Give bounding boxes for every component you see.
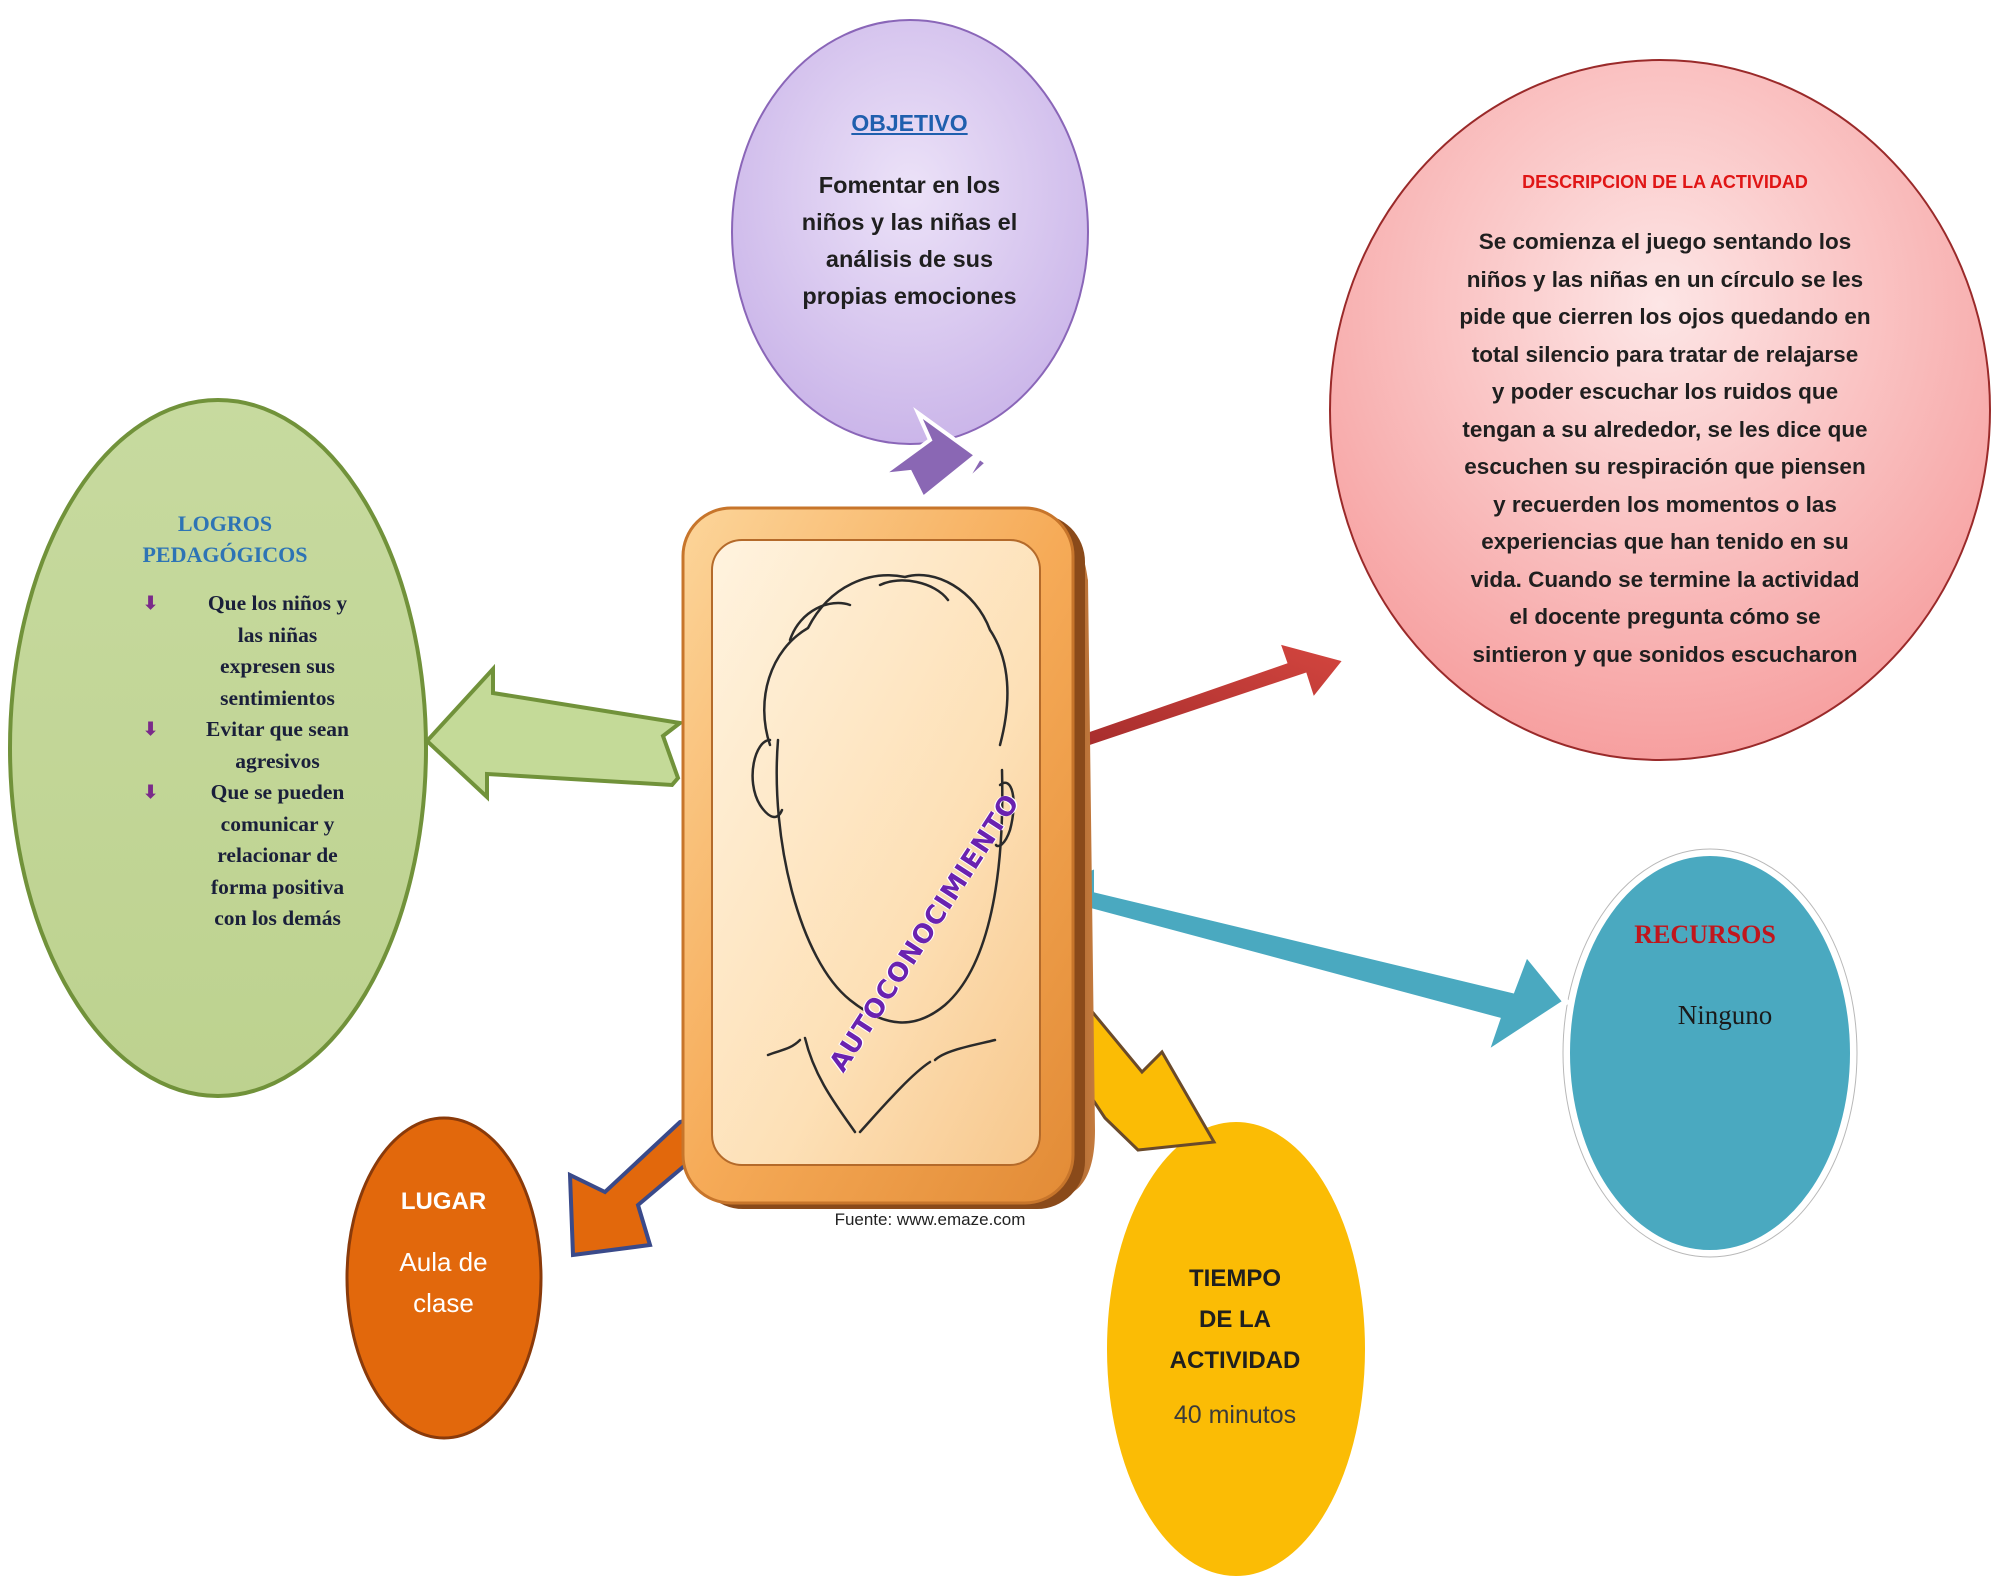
descripcion-line: Se comienza el juego sentando los bbox=[1478, 229, 1852, 254]
objetivo-line: Fomentar en los bbox=[818, 172, 1001, 198]
mirror-frame bbox=[681, 506, 1095, 1209]
tiempo-node: TIEMPO DE LA ACTIVIDAD 40 minutos bbox=[1125, 1258, 1345, 1430]
descripcion-line: sintieron y que sonidos escucharon bbox=[1472, 641, 1858, 667]
descripcion-line: vida. Cuando se termine la actividad bbox=[1470, 566, 1860, 592]
bullet-arrow-icon: ⬇ bbox=[143, 719, 159, 739]
source-caption: Fuente: www.emaze.com bbox=[834, 1210, 1026, 1229]
logros-item-line: comunicar y bbox=[220, 811, 335, 836]
lugar-bubble bbox=[345, 1116, 543, 1440]
recursos-heading: RECURSOS bbox=[1634, 920, 1776, 949]
recursos-bubble bbox=[1564, 850, 1856, 1256]
logros-item-line: expresen sus bbox=[220, 654, 335, 678]
logros-heading: LOGROS PEDAGÓGICOS bbox=[120, 508, 330, 570]
descripcion-line: experiencias que han tenido en su bbox=[1481, 529, 1849, 554]
recursos-node: RECURSOS Ninguno bbox=[1565, 920, 1845, 1031]
arrow-left-logros bbox=[424, 663, 685, 802]
lugar-body: Aula de clase bbox=[346, 1242, 541, 1324]
objetivo-line: propias emociones bbox=[802, 283, 1017, 309]
objetivo-body: Fomentar en los niños y las niñas el aná… bbox=[752, 167, 1067, 315]
logros-heading-line: PEDAGÓGICOS bbox=[142, 542, 308, 567]
tiempo-heading-line: DE LA bbox=[1199, 1306, 1271, 1333]
lugar-heading: LUGAR bbox=[400, 1188, 487, 1215]
lugar-node: LUGAR Aula de clase bbox=[346, 1188, 541, 1324]
recursos-body: Ninguno bbox=[1677, 1000, 1773, 1030]
descripcion-line: pide que cierren los ojos quedando en bbox=[1459, 304, 1871, 329]
lugar-line: Aula de bbox=[399, 1247, 488, 1277]
logros-item-line: Que los niños y bbox=[207, 591, 348, 615]
descripcion-node: DESCRIPCION DE LA ACTIVIDAD Se comienza … bbox=[1415, 172, 1915, 673]
descripcion-body: Se comienza el juego sentando los niños … bbox=[1415, 223, 1915, 673]
descripcion-line: el docente pregunta cómo se bbox=[1509, 604, 1821, 629]
tiempo-heading-line: ACTIVIDAD bbox=[1169, 1347, 1301, 1374]
recursos-bubble-outline bbox=[1562, 848, 1858, 1258]
tiempo-body: 40 minutos bbox=[1173, 1401, 1297, 1429]
logros-heading-line: LOGROS bbox=[177, 511, 273, 536]
logros-item: ⬇ Que los niños y las niñas expresen sus… bbox=[120, 588, 365, 714]
logros-item-line: con los demás bbox=[214, 906, 341, 930]
logros-item-line: Que se pueden bbox=[210, 780, 345, 804]
logros-item: ⬇ Que se pueden comunicar y relacionar d… bbox=[120, 777, 365, 935]
descripcion-line: tengan a su alrededor, se les dice que bbox=[1462, 416, 1868, 442]
objetivo-bubble bbox=[731, 19, 1089, 445]
arrow-up-objetivo bbox=[874, 407, 991, 502]
objetivo-line: análisis de sus bbox=[825, 246, 994, 272]
logros-item-line: sentimientos bbox=[220, 685, 335, 710]
objetivo-heading: OBJETIVO bbox=[851, 110, 968, 136]
logros-item-line: agresivos bbox=[235, 748, 320, 773]
lugar-line: clase bbox=[413, 1288, 474, 1318]
descripcion-line: y poder escuchar los ruidos que bbox=[1491, 379, 1839, 404]
descripcion-line: niños y las niñas en un círculo se les bbox=[1466, 266, 1864, 292]
tiempo-bubble bbox=[1105, 1120, 1367, 1577]
descripcion-bubble bbox=[1329, 59, 1991, 761]
face-sketch-icon bbox=[751, 573, 1015, 1134]
logros-bubble bbox=[8, 398, 428, 1098]
arrow-right-descripcion bbox=[1073, 639, 1349, 755]
bullet-arrow-icon: ⬇ bbox=[143, 593, 159, 613]
arrow-right-recursos bbox=[1063, 860, 1571, 1063]
objetivo-line: niños y las niñas el bbox=[801, 209, 1018, 235]
logros-node: LOGROS PEDAGÓGICOS ⬇ Que los niños y las… bbox=[120, 508, 450, 935]
descripcion-line: escuchen su respiración que piensen bbox=[1464, 454, 1866, 479]
logros-item-line: las niñas bbox=[237, 622, 318, 647]
logros-list: ⬇ Que los niños y las niñas expresen sus… bbox=[120, 588, 450, 935]
logros-item-line: forma positiva bbox=[210, 874, 345, 899]
logros-item-line: Evitar que sean bbox=[206, 717, 349, 741]
logros-item-line: relacionar de bbox=[217, 843, 338, 867]
objetivo-node: OBJETIVO Fomentar en los niños y las niñ… bbox=[752, 110, 1067, 315]
logros-item: ⬇ Evitar que sean agresivos bbox=[120, 714, 365, 777]
bullet-arrow-icon: ⬇ bbox=[143, 782, 159, 802]
tiempo-heading-line: TIEMPO bbox=[1188, 1265, 1281, 1292]
descripcion-heading: DESCRIPCION DE LA ACTIVIDAD bbox=[1522, 172, 1808, 192]
tiempo-heading: TIEMPO DE LA ACTIVIDAD bbox=[1125, 1258, 1345, 1381]
descripcion-line: total silencio para tratar de relajarse bbox=[1471, 341, 1859, 367]
descripcion-line: y recuerden los momentos o las bbox=[1493, 491, 1837, 517]
